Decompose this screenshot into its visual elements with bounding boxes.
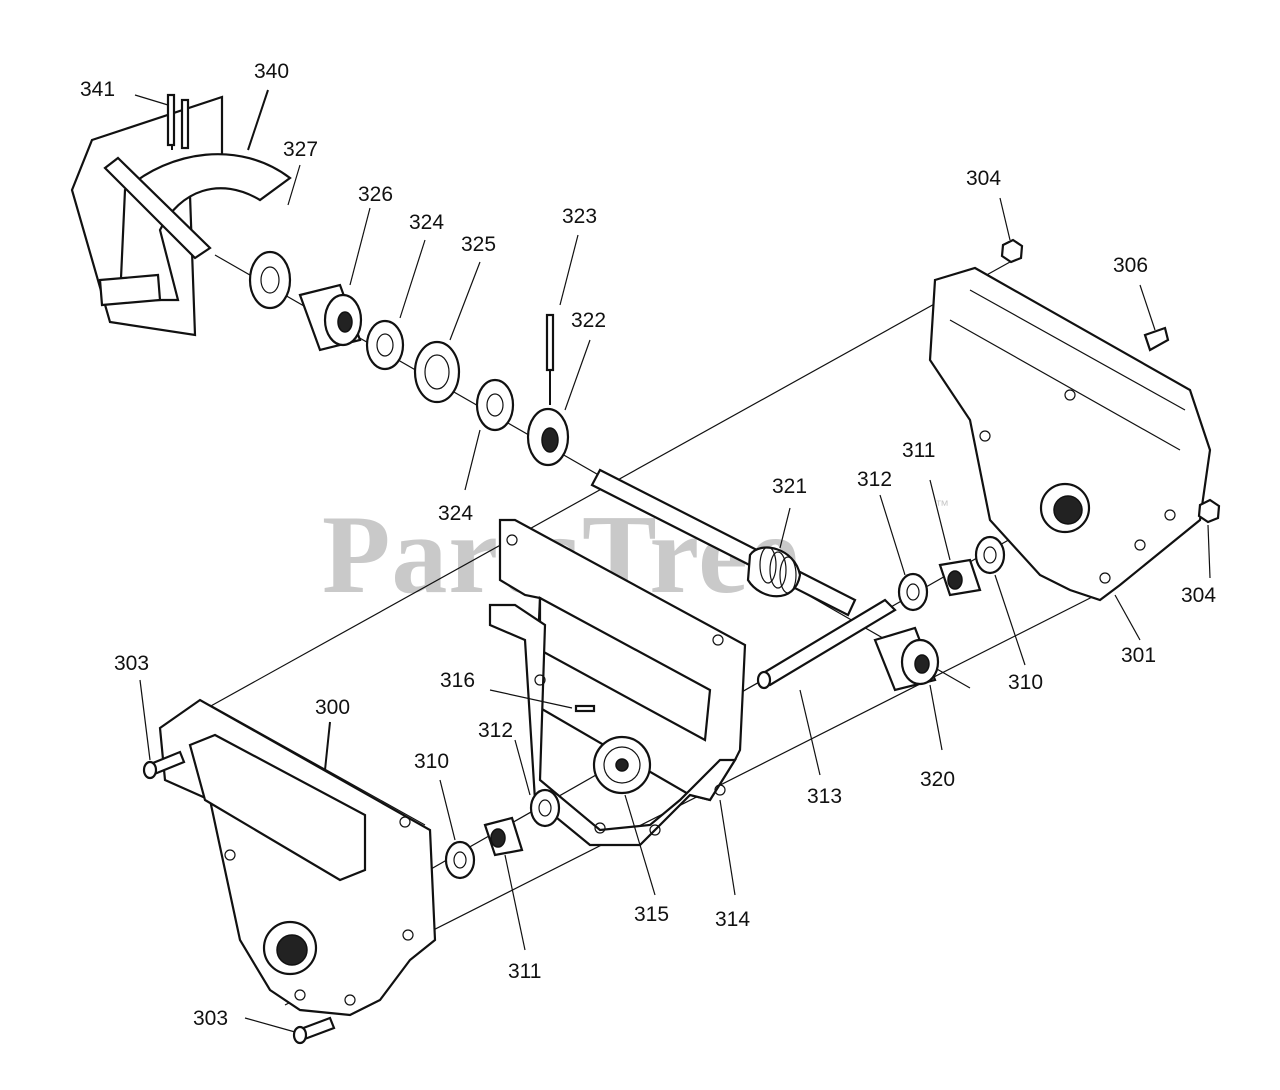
label-323: 323 xyxy=(562,205,597,228)
label-303-bottom: 303 xyxy=(193,1007,228,1030)
nut-304-right xyxy=(1197,498,1221,524)
right-bearing-stack xyxy=(897,535,1006,612)
left-gear-housing xyxy=(158,698,437,1017)
label-315: 315 xyxy=(634,903,669,926)
label-316: 316 xyxy=(440,669,475,692)
label-324-lower: 324 xyxy=(438,502,473,525)
label-306: 306 xyxy=(1113,254,1148,277)
label-304-right: 304 xyxy=(1181,584,1216,607)
right-gear-housing xyxy=(928,266,1212,602)
bolt-303-top xyxy=(142,750,186,780)
drive-gear-315 xyxy=(592,735,652,795)
leader-lines xyxy=(134,89,1211,1033)
fitting-306 xyxy=(1143,326,1170,352)
part-labels: 341 340 327 326 324 325 323 322 324 304 … xyxy=(80,60,1216,1030)
bearing-320 xyxy=(873,626,940,692)
nut-304-top xyxy=(1000,238,1024,264)
label-327: 327 xyxy=(283,138,318,161)
label-304-top: 304 xyxy=(966,167,1001,190)
label-341: 341 xyxy=(80,78,115,101)
chute-deflector-bracket xyxy=(70,93,292,337)
label-326: 326 xyxy=(358,183,393,206)
label-321: 321 xyxy=(772,475,807,498)
label-312-left: 312 xyxy=(478,719,513,742)
label-322: 322 xyxy=(571,309,606,332)
worm-shaft xyxy=(590,468,857,617)
label-325: 325 xyxy=(461,233,496,256)
label-313: 313 xyxy=(807,785,842,808)
label-310-left: 310 xyxy=(414,750,449,773)
label-303-top: 303 xyxy=(114,652,149,675)
label-310-right: 310 xyxy=(1008,671,1043,694)
label-324-upper: 324 xyxy=(409,211,444,234)
label-311-right: 311 xyxy=(902,439,935,462)
label-312-right: 312 xyxy=(857,468,892,491)
label-314: 314 xyxy=(715,908,750,931)
left-bearing-stack xyxy=(444,788,561,880)
chute-bearing-stack xyxy=(248,250,570,467)
gear-frame-plate xyxy=(488,518,747,847)
label-301: 301 xyxy=(1121,644,1156,667)
bolt-303-bottom xyxy=(292,1016,336,1045)
label-300: 300 xyxy=(315,696,350,719)
label-311-left: 311 xyxy=(508,960,541,983)
label-320: 320 xyxy=(920,768,955,791)
label-340: 340 xyxy=(254,60,289,83)
cross-shaft xyxy=(756,598,897,690)
trademark-symbol: ™ xyxy=(935,497,949,513)
key-316 xyxy=(574,704,596,713)
